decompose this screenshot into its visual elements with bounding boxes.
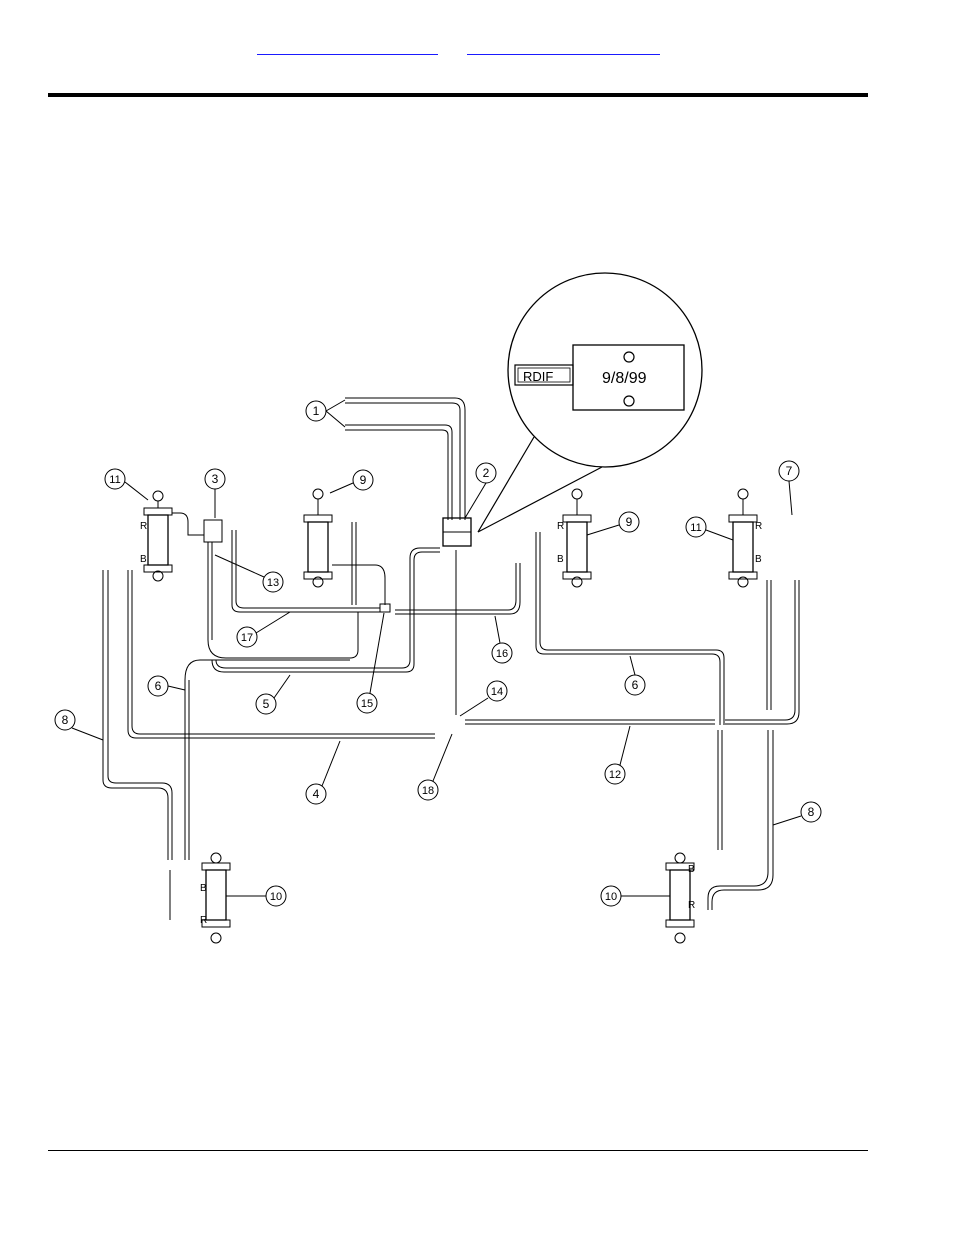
port-r-label: R — [140, 521, 147, 532]
callout-2: 2 — [483, 466, 490, 480]
bottom-rule — [48, 1150, 868, 1151]
callout-12: 12 — [609, 769, 621, 781]
callout-18: 18 — [422, 785, 434, 797]
port-r-label: R — [688, 900, 695, 911]
callout-5: 5 — [263, 697, 270, 711]
callouts: 1 2 3 4 5 6 6 7 8 8 9 9 10 10 11 11 12 1… — [55, 400, 821, 906]
port-b-label: B — [688, 864, 695, 875]
callout-17: 17 — [241, 632, 253, 644]
callout-8-right: 8 — [808, 805, 815, 819]
callout-4: 4 — [313, 787, 320, 801]
callout-8-left: 8 — [62, 713, 69, 727]
hoses — [103, 398, 799, 943]
callout-14: 14 — [491, 686, 503, 698]
port-b-label: B — [755, 554, 762, 565]
callout-7: 7 — [786, 464, 793, 478]
port-r-label: R — [200, 915, 207, 926]
port-b-label: B — [140, 554, 147, 565]
callout-16: 16 — [496, 648, 508, 660]
callout-11-right: 11 — [690, 522, 701, 534]
callout-10-left: 10 — [270, 891, 282, 903]
callout-6-left: 6 — [155, 679, 162, 693]
callout-13: 13 — [267, 577, 279, 589]
header-link-right[interactable] — [467, 38, 660, 55]
detail-date-text: 9/8/99 — [602, 370, 647, 387]
detail-tag-text: RDIF — [523, 369, 553, 384]
callout-11-left: 11 — [109, 474, 120, 486]
header-link-left[interactable] — [257, 38, 438, 55]
callout-3: 3 — [212, 472, 219, 486]
top-rule — [48, 93, 868, 97]
port-b-label: B — [557, 554, 564, 565]
detail-magnifier: RDIF 9/8/99 — [478, 273, 702, 532]
callout-9-right: 9 — [626, 515, 633, 529]
hydraulic-diagram: RDIF 9/8/99 — [40, 260, 840, 960]
port-r-label: R — [557, 521, 564, 532]
callout-1: 1 — [313, 404, 320, 418]
callout-10-right: 10 — [605, 891, 617, 903]
callout-9-left: 9 — [360, 473, 367, 487]
callout-15: 15 — [361, 698, 373, 710]
port-r-label: R — [755, 521, 762, 532]
port-b-label: B — [200, 883, 207, 894]
callout-6-right: 6 — [632, 678, 639, 692]
